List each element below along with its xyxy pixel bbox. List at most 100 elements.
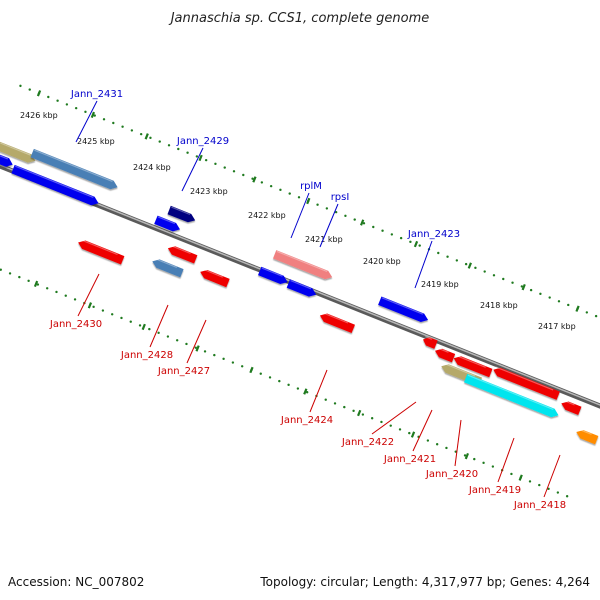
track-dot: [223, 166, 226, 169]
track-dot: [112, 121, 115, 125]
gene-label-text: Jann_2424: [280, 415, 333, 426]
major-tick: [518, 474, 523, 481]
reverse-gene-arrow: [78, 239, 125, 265]
major-tick: [195, 345, 200, 352]
label-layer: Jann_2431Jann_2429rplMrpsIJann_2423Jann_…: [49, 89, 566, 511]
forward-gene-arrow: [286, 279, 317, 297]
map-title: Jannaschia sp. CCS1, complete genome: [168, 11, 430, 26]
track-dot: [269, 184, 273, 188]
track-dot: [175, 339, 179, 342]
forward-gene-arrow: [378, 296, 429, 322]
forward-gene-arrow: [167, 205, 196, 223]
track-dot: [510, 472, 513, 476]
track-dot: [268, 376, 272, 379]
track-dot: [529, 288, 533, 292]
track-dot: [409, 240, 412, 244]
track-dot: [565, 495, 569, 498]
reverse-gene-arrow: [152, 257, 184, 278]
track-dot: [538, 483, 541, 487]
track-dot: [231, 361, 235, 364]
genome-summary-text: Topology: circular; Length: 4,317,977 bp…: [259, 575, 590, 589]
track-dot: [390, 233, 394, 236]
track-dot: [130, 129, 134, 132]
track-dot: [333, 402, 337, 405]
track-dot: [28, 88, 31, 91]
forward-gene-arrow: [154, 215, 180, 232]
track-dot: [389, 424, 392, 427]
track-dot: [36, 283, 40, 286]
gene-label-text: Jann_2429: [176, 136, 229, 147]
track-dot: [491, 465, 495, 468]
track-dot: [437, 251, 440, 255]
gene-label-text: Jann_2423: [407, 229, 460, 240]
track-dot: [194, 346, 197, 349]
track-dot: [242, 173, 245, 177]
track-dot: [325, 207, 329, 210]
track-dot: [398, 428, 402, 431]
gene-label-text: Jann_2422: [341, 437, 394, 448]
track-dot: [408, 431, 411, 435]
gene-label-text: Jann_2418: [513, 500, 566, 511]
track-dot: [185, 342, 188, 346]
forward-gene-label: rpsI: [319, 192, 349, 248]
track-dot: [482, 461, 485, 465]
track-dot: [445, 446, 448, 450]
track-dot: [547, 487, 550, 491]
track-dot: [426, 439, 430, 442]
forward-gene-label: Jann_2429: [176, 136, 229, 192]
track-dot: [297, 196, 301, 199]
track-dot: [324, 398, 327, 401]
tick-label: 2418 kbp: [480, 301, 518, 310]
track-dot: [334, 210, 338, 214]
track-dot: [343, 405, 346, 409]
gene-label-text: Jann_2419: [468, 485, 521, 496]
track-dot: [214, 162, 217, 166]
track-dot: [473, 457, 476, 461]
track-dot: [213, 353, 216, 357]
track-dot: [344, 214, 347, 218]
gene-label-text: Jann_2430: [49, 319, 102, 330]
track-dot: [502, 277, 505, 281]
tick-label: 2417 kbp: [538, 322, 576, 331]
track-dot: [129, 320, 132, 323]
gene-label-text: Jann_2420: [425, 469, 478, 480]
reverse-gene-label: Jann_2428: [120, 304, 173, 361]
track-dot: [195, 155, 199, 158]
track-dot: [279, 188, 282, 192]
track-dot: [110, 313, 114, 316]
track-dot: [18, 275, 21, 279]
tick-label: 2426 kbp: [20, 111, 58, 120]
track-dot: [362, 222, 366, 225]
feature-layer: [0, 141, 599, 445]
track-dot: [55, 290, 58, 294]
track-dot: [381, 229, 384, 232]
major-tick: [87, 302, 93, 309]
tick-label: 2424 kbp: [133, 163, 171, 172]
track-dot: [0, 268, 2, 271]
track-dot: [372, 225, 375, 229]
track-dot: [148, 327, 151, 331]
track-dot: [64, 294, 67, 297]
track-dot: [548, 296, 551, 299]
track-dot: [93, 114, 96, 117]
major-tick: [198, 154, 203, 162]
tick-label: 2425 kbp: [77, 137, 115, 146]
track-dot: [120, 316, 123, 320]
track-dot: [166, 335, 170, 338]
major-tick: [413, 240, 419, 248]
gene-label-text: Jann_2428: [120, 350, 173, 361]
track-dot: [84, 110, 87, 114]
track-dot: [157, 331, 160, 335]
forward-gene-arrow: [0, 154, 13, 167]
track-dot: [19, 84, 22, 88]
track-dot: [464, 262, 468, 266]
track-dot: [102, 118, 106, 121]
tick-label: 2422 kbp: [248, 211, 286, 220]
track-dot: [361, 413, 365, 416]
track-dot: [138, 324, 142, 327]
track-dot: [260, 181, 264, 184]
major-tick: [575, 305, 580, 312]
major-tick: [252, 176, 257, 183]
track-dot: [288, 192, 291, 195]
track-dot: [492, 274, 496, 277]
